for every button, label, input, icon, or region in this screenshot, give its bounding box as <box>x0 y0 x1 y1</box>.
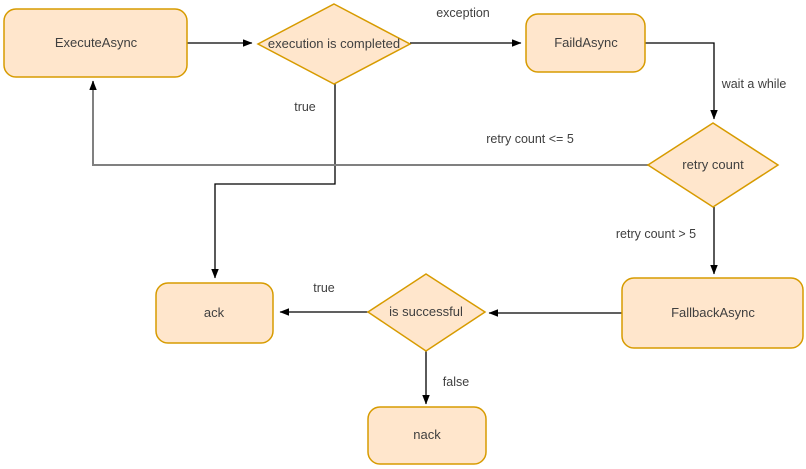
node-is-successful-label: is successful <box>389 304 463 319</box>
edge-label-exception: exception <box>436 6 490 20</box>
edge-label-retry-gt-5: retry count > 5 <box>616 227 696 241</box>
edge-label-retry-le-5: retry count <= 5 <box>486 132 574 146</box>
node-nack-label: nack <box>413 427 441 442</box>
node-retry-count[interactable]: retry count <box>646 122 780 208</box>
edge-label-true-ack: true <box>313 281 335 295</box>
node-faild-async[interactable]: FaildAsync <box>525 13 646 73</box>
node-fallback-async[interactable]: FallbackAsync <box>621 277 804 349</box>
edge-label-false: false <box>443 375 469 389</box>
node-execution-is-completed-label: execution is completed <box>268 36 400 51</box>
node-execute-async[interactable]: ExecuteAsync <box>3 8 188 78</box>
edge-decision-true-to-ack <box>211 84 336 279</box>
node-faild-async-label: FaildAsync <box>554 35 618 50</box>
edge-label-wait-a-while: wait a while <box>721 77 787 91</box>
nodes-layer: ExecuteAsync execution is completed Fail… <box>3 3 804 465</box>
node-execute-async-label: ExecuteAsync <box>55 35 138 50</box>
edge-retrycount-to-execute <box>89 80 648 166</box>
node-execution-is-completed[interactable]: execution is completed <box>256 3 412 85</box>
node-ack-label: ack <box>204 305 225 320</box>
node-fallback-async-label: FallbackAsync <box>671 305 755 320</box>
node-retry-count-label: retry count <box>682 157 744 172</box>
edge-faildasync-to-retrycount <box>645 42 718 120</box>
edge-label-true-top: true <box>294 100 316 114</box>
node-is-successful[interactable]: is successful <box>366 273 487 352</box>
edges-layer: exception wait a while retry count > 5 t… <box>89 6 787 405</box>
node-nack[interactable]: nack <box>367 406 487 465</box>
node-ack[interactable]: ack <box>155 282 274 344</box>
